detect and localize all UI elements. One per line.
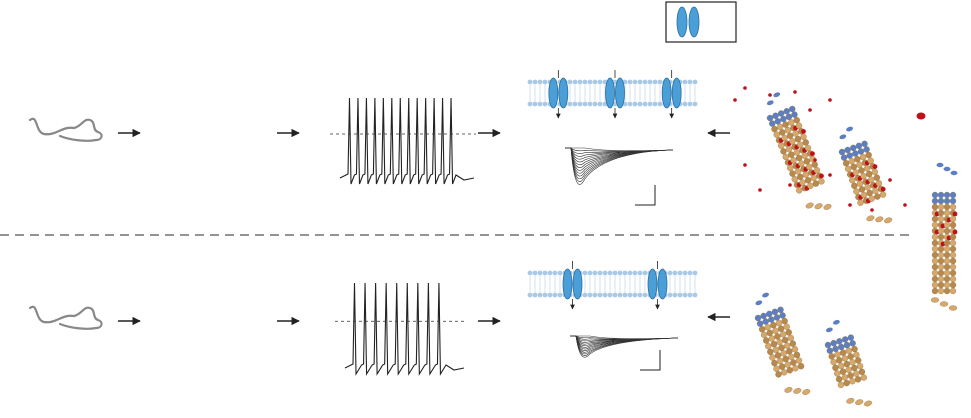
marker-dot bbox=[768, 93, 772, 97]
ion-channel-icon bbox=[562, 261, 583, 310]
marker-dot bbox=[758, 188, 762, 192]
ion-channel-icon bbox=[661, 70, 682, 119]
ion-channel-icon bbox=[605, 70, 625, 119]
microtubule-icon bbox=[838, 126, 893, 224]
microtubule-icon bbox=[824, 319, 873, 407]
marker-dot bbox=[870, 208, 874, 212]
microtubule-icon bbox=[766, 92, 832, 210]
marker-dot bbox=[788, 183, 792, 187]
action-potential-trace bbox=[330, 97, 476, 185]
ion-channel-pair-icon bbox=[676, 6, 700, 38]
marker-dot bbox=[888, 178, 892, 182]
mouse-icon bbox=[28, 117, 103, 142]
microtubule-icon bbox=[754, 292, 811, 395]
ion-channel-icon bbox=[647, 261, 668, 310]
marker-dot bbox=[828, 98, 832, 102]
row-bottom bbox=[28, 261, 873, 407]
current-traces bbox=[565, 147, 674, 206]
marker-dot bbox=[733, 98, 737, 102]
action-potential-trace bbox=[335, 282, 466, 376]
red-marker-legend bbox=[916, 112, 926, 120]
mouse-icon bbox=[28, 305, 103, 330]
membrane-bilayer bbox=[527, 70, 698, 119]
marker-dot bbox=[903, 203, 907, 207]
marker-dot bbox=[828, 173, 832, 177]
marker-dot bbox=[813, 158, 817, 162]
marker-dot bbox=[743, 86, 747, 90]
marker-dot bbox=[848, 203, 852, 207]
side-microtubule bbox=[916, 112, 958, 311]
ion-channel-icon bbox=[548, 70, 569, 119]
scale-bar bbox=[640, 350, 661, 371]
marker-dot bbox=[743, 163, 747, 167]
marker-dot bbox=[808, 108, 812, 112]
scale-bar bbox=[635, 185, 656, 206]
current-traces bbox=[570, 335, 679, 371]
legend-box bbox=[665, 1, 737, 43]
marker-dot bbox=[793, 90, 797, 94]
row-top bbox=[28, 70, 907, 224]
membrane-bilayer bbox=[527, 261, 698, 310]
